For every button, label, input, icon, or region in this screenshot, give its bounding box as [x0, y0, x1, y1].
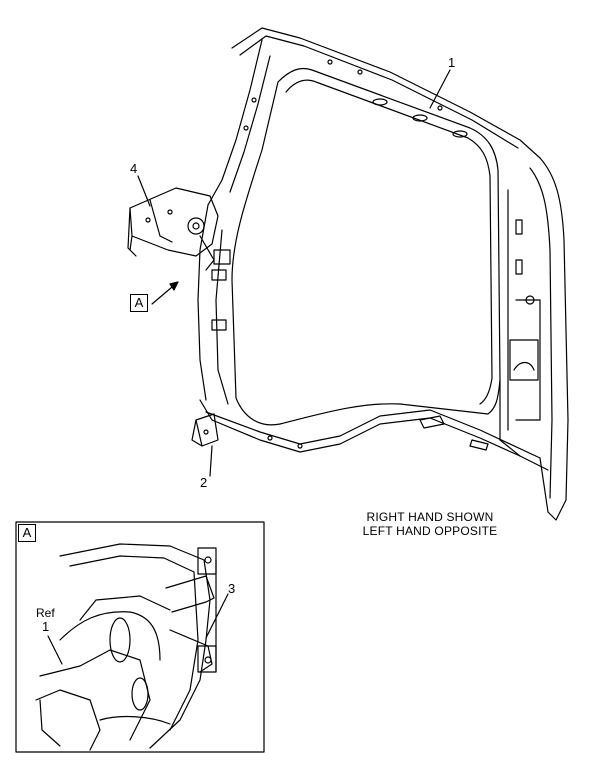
side-frame-panel [197, 27, 569, 521]
view-a-label: A [130, 294, 148, 312]
lower-bracket [191, 413, 219, 447]
callout-part-2: 2 [200, 475, 208, 490]
note-line-2: LEFT HAND OPPOSITE [362, 524, 498, 538]
callout-ref-label: Ref [36, 606, 55, 620]
callout-part-3: 3 [228, 581, 236, 596]
callout-ref-part: 1 [42, 619, 50, 634]
callout-part-4: 4 [130, 161, 138, 176]
inset-view-a-label: A [18, 524, 36, 542]
inset-detail-a [15, 521, 265, 753]
note-line-1: RIGHT HAND SHOWN [366, 510, 494, 524]
orientation-note: RIGHT HAND SHOWN LEFT HAND OPPOSITE [330, 510, 530, 538]
leader-lines [137, 69, 451, 477]
upper-hinge-bracket [127, 187, 219, 271]
callout-part-1: 1 [448, 55, 456, 70]
